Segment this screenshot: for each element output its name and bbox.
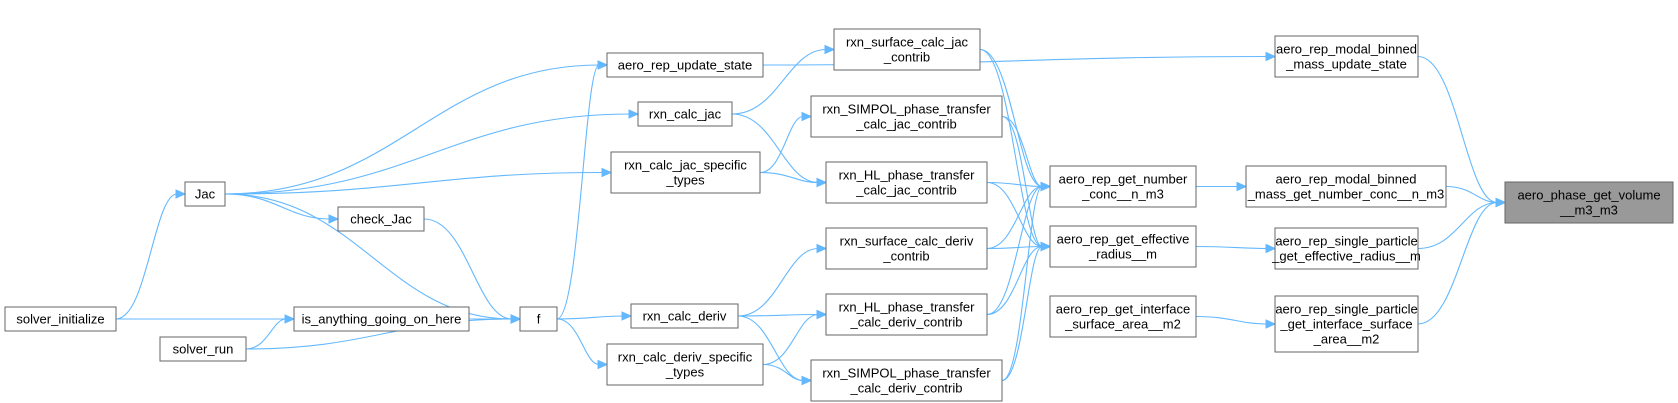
call-edge-calc_deriv-to-hl_deriv [737,309,828,320]
call-edge-jac-to-check_jac [224,193,340,224]
node-label: aero_phase_get_volume [1517,188,1660,203]
node-label: _calc_jac_contrib [855,183,956,198]
call-edge-jac_specific-to-hl_jac [759,171,828,188]
node-label: aero_rep_modal_binned [1276,42,1417,57]
node-label: solver_initialize [16,312,104,327]
node-simpol-jac[interactable]: rxn_SIMPOL_phase_transfer_calc_jac_contr… [810,95,1003,138]
call-edge-calc_deriv-to-surf_deriv [737,243,828,317]
call-edge-deriv_specific-to-simpol_deriv [762,363,813,386]
call-edge-f-to-calc_deriv [556,311,633,321]
node-label: aero_rep_get_number [1059,172,1188,187]
node-label: aero_rep_single_particle [1275,234,1417,249]
node-label: check_Jac [350,212,412,227]
node-label: _types [665,365,705,380]
node-label: _area__m2 [1313,332,1380,347]
call-edge-jac-to-update_state [224,60,609,195]
call-edge-solver_init-to-jac [115,189,187,320]
call-edge-sp_area-to-target [1417,197,1507,325]
node-solver-init[interactable]: solver_initialize [4,306,117,332]
call-edge-calc_jac-to-surf_jac [731,44,836,115]
node-jac[interactable]: Jac [184,181,226,207]
node-deriv-specific[interactable]: rxn_calc_deriv_specific_types [606,343,764,386]
node-simpol-deriv[interactable]: rxn_SIMPOL_phase_transfer_calc_deriv_con… [810,359,1003,402]
node-label: _get_interface_surface [1279,317,1412,332]
call-edge-deriv_specific-to-hl_deriv [762,309,828,366]
call-edge-simpol_deriv-to-get_conc [1001,181,1052,382]
node-solver-run[interactable]: solver_run [159,336,247,362]
node-label: rxn_HL_phase_transfer [839,300,976,315]
node-sp-radius[interactable]: aero_rep_single_particle_get_effective_r… [1271,227,1421,270]
node-surf-deriv[interactable]: rxn_surface_calc_deriv_contrib [825,227,988,270]
node-surf-jac[interactable]: rxn_surface_calc_jac_contrib [833,28,981,71]
node-label: _calc_deriv_contrib [849,315,962,330]
node-label: _mass_get_number_conc__n_m3 [1247,187,1445,202]
call-edge-jac-to-calc_jac [224,109,640,195]
node-label: rxn_HL_phase_transfer [839,168,976,183]
call-edge-jac_specific-to-simpol_jac [759,111,813,174]
call-edge-hl_deriv-to-get_radius [986,241,1052,316]
call-edge-get_radius-to-sp_radius [1195,243,1277,254]
node-label: Jac [195,187,216,202]
node-label: aero_rep_get_effective [1057,232,1190,247]
node-hl-jac[interactable]: rxn_HL_phase_transfer_calc_jac_contrib [825,161,988,204]
call-edge-simpol_deriv-to-get_radius [1001,241,1052,382]
node-label: _get_effective_radius__m [1271,249,1421,264]
node-label: is_anything_going_on_here [302,312,462,327]
node-update-state[interactable]: aero_rep_update_state [606,52,764,78]
node-label: rxn_surface_calc_deriv [840,234,974,249]
call-edge-get_area-to-sp_area [1195,315,1277,329]
call-edge-simpol_jac-to-get_conc [1001,115,1052,192]
node-label: aero_rep_update_state [618,58,752,73]
node-label: aero_rep_single_particle [1275,302,1417,317]
node-get-conc[interactable]: aero_rep_get_number_conc__n_m3 [1049,165,1197,208]
node-label: rxn_calc_jac_specific [624,158,747,173]
node-get-area[interactable]: aero_rep_get_interface_surface_area__m2 [1049,295,1197,338]
node-label: _contrib [883,50,930,65]
node-modal-update[interactable]: aero_rep_modal_binned_mass_update_state [1274,35,1419,78]
node-label: aero_rep_get_interface [1056,302,1190,317]
node-label: _calc_deriv_contrib [849,381,962,396]
node-f[interactable]: f [519,306,558,332]
node-label: rxn_calc_deriv [643,309,727,324]
call-edge-surf_jac-to-get_radius [979,48,1052,252]
node-label: rxn_SIMPOL_phase_transfer [822,366,991,381]
node-label: rxn_SIMPOL_phase_transfer [822,102,991,117]
node-get-radius[interactable]: aero_rep_get_effective_radius__m [1049,225,1197,268]
node-label: _mass_update_state [1285,57,1407,72]
node-label: _conc__n_m3 [1081,187,1164,202]
node-modal-conc[interactable]: aero_rep_modal_binned_mass_get_number_co… [1245,165,1447,208]
call-edge-get_conc-to-modal_conc [1196,181,1248,192]
node-label: _calc_jac_contrib [855,117,956,132]
call-edge-f-to-update_state [556,60,609,320]
node-label: solver_run [173,342,234,357]
node-sp-area[interactable]: aero_rep_single_particle_get_interface_s… [1274,295,1419,353]
node-label: rxn_calc_deriv_specific [618,350,753,365]
node-label: f [537,312,541,327]
node-label: _contrib [882,249,929,264]
call-edge-hl_jac-to-get_radius [986,181,1052,252]
call-edge-solver_run-to-anything [245,314,296,350]
node-label: _surface_area__m2 [1064,317,1181,332]
node-label: rxn_calc_jac [649,107,722,122]
call-graph-nodes: aero_phase_get_volume__m3_m3 aero_rep_mod… [4,28,1674,402]
node-jac-specific[interactable]: rxn_calc_jac_specific_types [610,151,761,194]
node-check-jac[interactable]: check_Jac [337,206,425,232]
node-label: aero_rep_modal_binned [1276,172,1417,187]
node-label: _radius__m [1088,247,1157,262]
call-edge-f-to-deriv_specific [556,318,609,370]
node-anything[interactable]: is_anything_going_on_here [293,306,470,332]
node-hl-deriv[interactable]: rxn_HL_phase_transfer_calc_deriv_contrib [825,293,988,336]
node-calc-deriv[interactable]: rxn_calc_deriv [630,303,739,329]
node-label: rxn_surface_calc_jac [846,35,969,50]
call-edge-jac-to-jac_specific [224,167,613,195]
node-label: __m3_m3 [1559,203,1618,218]
node-target[interactable]: aero_phase_get_volume__m3_m3 [1504,181,1674,224]
node-calc-jac[interactable]: rxn_calc_jac [637,101,733,127]
node-label: _types [665,173,705,188]
call-graph-edges [115,44,1507,386]
call-edge-solver_run-to-f [245,314,522,350]
